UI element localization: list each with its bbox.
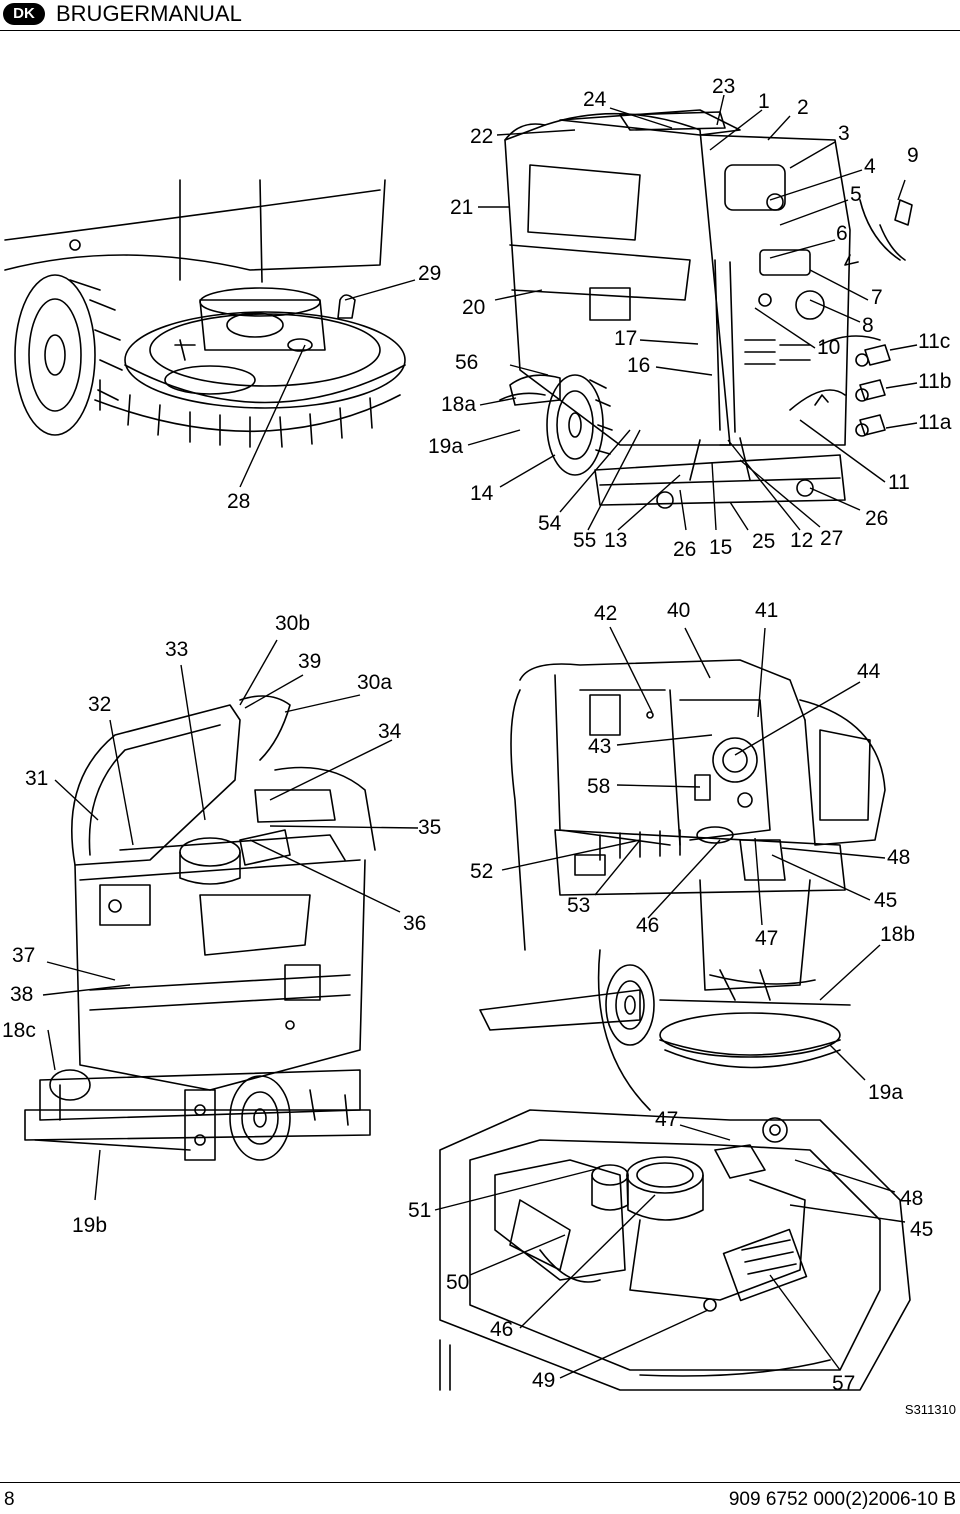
callout-label: 7 (871, 286, 883, 309)
callout-label: 21 (450, 196, 473, 219)
page-number: 8 (4, 1489, 15, 1510)
footer-rule (0, 1482, 960, 1483)
callout-label: 10 (817, 336, 840, 359)
machine-rear-drawing (499, 109, 913, 509)
callout-label: 24 (583, 88, 607, 111)
callout-label: 37 (12, 944, 35, 967)
callout-label: 20 (462, 296, 485, 319)
callout-label: 49 (532, 1369, 555, 1392)
callout-label: 40 (667, 599, 690, 622)
callout-label: 45 (874, 889, 897, 912)
callout-label: 13 (604, 529, 627, 552)
leader-lines (42, 94, 918, 1379)
callout-label: 11a (918, 411, 952, 434)
language-badge: DK (3, 3, 45, 25)
callout-label: 54 (538, 512, 562, 535)
callout-label: 1 (758, 90, 770, 113)
callout-label: 48 (887, 846, 910, 869)
callout-label: 46 (636, 914, 659, 937)
callout-label: 39 (298, 650, 321, 673)
callout-label: 47 (755, 927, 778, 950)
callout-label: 8 (862, 314, 874, 337)
callout-label: 30b (275, 612, 310, 635)
figure-code: S311310 (904, 1402, 956, 1417)
callout-label: 36 (403, 912, 426, 935)
document-number: 909 6752 000(2)2006-10 B (728, 1489, 956, 1510)
callout-label: 31 (25, 767, 48, 790)
manual-title: BRUGERMANUAL (56, 1, 242, 26)
callout-label: 57 (832, 1372, 855, 1395)
callout-label: 4 (864, 155, 876, 178)
callout-label: 6 (836, 222, 848, 245)
callout-label: 23 (712, 75, 735, 98)
callout-label: 50 (446, 1271, 469, 1294)
callout-label: 11b (918, 370, 951, 393)
callout-label: 18b (880, 923, 915, 946)
open-lid-drawing (479, 659, 886, 1069)
tank-detail-drawing (439, 949, 911, 1391)
callout-label: 15 (709, 536, 732, 559)
deck-closeup-drawing (4, 179, 406, 448)
callout-label: 26 (865, 507, 888, 530)
callout-label: 55 (573, 529, 596, 552)
callout-label: 25 (752, 530, 775, 553)
callout-label: 30a (357, 671, 392, 694)
callout-label: 46 (490, 1318, 513, 1341)
callout-label: 16 (627, 354, 650, 377)
callout-label: 56 (455, 351, 478, 374)
callout-label: 32 (88, 693, 111, 716)
callout-label: 52 (470, 860, 493, 883)
callout-label: 3 (838, 122, 850, 145)
callout-label: 18a (441, 393, 476, 416)
callout-label: 45 (910, 1218, 933, 1241)
callout-label: 27 (820, 527, 843, 550)
open-tank-drawing (24, 695, 376, 1161)
callout-label: 12 (790, 529, 813, 552)
callout-label: 14 (470, 482, 494, 505)
callout-label: 5 (850, 183, 862, 206)
callout-label: 11 (888, 471, 910, 494)
callout-label: 58 (587, 775, 610, 798)
callout-label: 43 (588, 735, 611, 758)
callout-label: 19b (72, 1214, 107, 1237)
callout-label: 11c (918, 330, 950, 353)
callout-label: 2 (797, 96, 809, 119)
callout-label: 17 (614, 327, 637, 350)
callout-label: 18c (2, 1019, 36, 1042)
page-header: DK BRUGERMANUAL (0, 0, 960, 30)
callout-label: 44 (857, 660, 881, 683)
callout-labels: 24 23 1 2 22 3 4 9 5 21 6 29 7 20 8 56 1… (2, 75, 952, 1395)
callout-label: 47 (655, 1108, 678, 1131)
callout-label: 19a (868, 1081, 903, 1104)
callout-label: 22 (470, 125, 493, 148)
callout-label: 34 (378, 720, 402, 743)
callout-label: 28 (227, 490, 250, 513)
callout-label: 33 (165, 638, 188, 661)
callout-label: 38 (10, 983, 33, 1006)
callout-label: 9 (907, 144, 919, 167)
callout-label: 26 (673, 538, 696, 561)
header-rule (0, 30, 960, 31)
callout-label: 29 (418, 262, 441, 285)
callout-label: 19a (428, 435, 463, 458)
callout-label: 42 (594, 602, 617, 625)
callout-label: 48 (900, 1187, 923, 1210)
callout-label: 51 (408, 1199, 431, 1222)
callout-label: 53 (567, 894, 590, 917)
callout-label: 35 (418, 816, 441, 839)
callout-label: 41 (755, 599, 778, 622)
